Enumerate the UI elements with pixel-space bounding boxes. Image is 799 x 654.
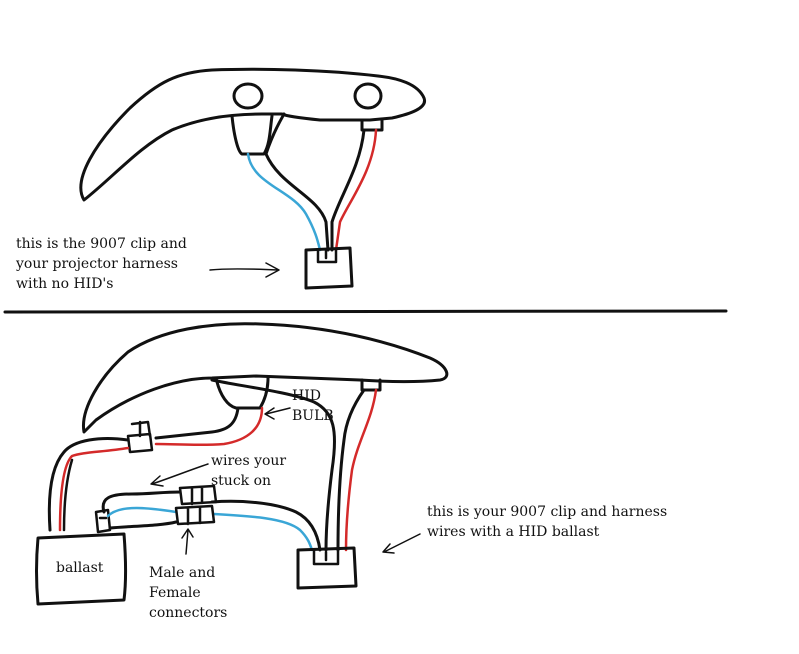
- ballast-label: ballast: [56, 560, 104, 576]
- bottom-caption-line-2: wires with a HID ballast: [427, 524, 600, 540]
- top-arrow: [209, 262, 280, 278]
- bottom-9007-clip: [296, 546, 358, 590]
- hid-bulb-line-2: BULB: [292, 408, 334, 424]
- top-9007-clip: [304, 246, 354, 290]
- ballast-lead-outline: [62, 458, 74, 532]
- ballast-plug: [94, 508, 112, 534]
- top-bulb-socket: [230, 114, 274, 156]
- top-wire-red: [334, 128, 378, 252]
- hid-bulb-arrow: [264, 407, 291, 420]
- female-connector: [174, 504, 216, 526]
- bottom-socket-small: [360, 378, 382, 392]
- top-wire-blue: [246, 152, 322, 252]
- harness-red: [344, 388, 378, 552]
- ballast-box: [35, 532, 127, 606]
- wires-stuck-line-1: wires your: [211, 453, 287, 469]
- wires-stuck-label: wires your stuck on: [211, 451, 286, 491]
- top-caption: this is the 9007 clip and your projector…: [16, 234, 187, 294]
- harness-left-black: [210, 378, 337, 552]
- bottom-bulb-socket: [214, 376, 270, 410]
- harness-black-upper: [101, 490, 182, 514]
- bottom-caption: this is your 9007 clip and harness wires…: [427, 502, 667, 542]
- bottom-headlight-housing: [82, 322, 449, 434]
- connectors-line-2: Female: [149, 585, 201, 601]
- panel-divider: [3, 309, 728, 314]
- connectors-line-3: connectors: [149, 605, 228, 621]
- top-caption-line-1: this is the 9007 clip and: [16, 236, 187, 252]
- top-lens-left: [232, 82, 264, 110]
- connectors-label: Male and Female connectors: [149, 563, 227, 623]
- bottom-9007-clip-inner: [312, 548, 340, 566]
- top-9007-clip-inner: [316, 248, 338, 264]
- top-wire-black-sheath: [264, 112, 330, 252]
- harness-black-lower: [108, 499, 322, 552]
- top-wire-black-right: [330, 128, 366, 252]
- harness-right-black: [336, 388, 366, 552]
- wires-stuck-line-2: stuck on: [211, 473, 272, 489]
- connectors-arrow: [181, 528, 194, 555]
- bottom-caption-arrow: [382, 533, 421, 554]
- male-connector: [178, 484, 218, 506]
- bulb-lead-red: [154, 406, 264, 447]
- top-socket-small: [360, 118, 384, 132]
- top-caption-line-3: with no HID's: [16, 276, 114, 292]
- wires-stuck-arrow: [150, 463, 209, 487]
- top-lens-right: [353, 82, 383, 110]
- connectors-line-1: Male and: [149, 565, 216, 581]
- bottom-caption-line-1: this is your 9007 clip and harness: [427, 504, 668, 520]
- bulb-connector: [126, 420, 154, 454]
- ballast-lead-black: [47, 437, 130, 532]
- hid-bulb-label: HID BULB: [292, 386, 334, 426]
- harness-blue: [106, 506, 314, 552]
- bulb-lead-black: [154, 406, 240, 440]
- top-caption-line-2: your projector harness: [16, 256, 178, 272]
- ballast-lead-red: [58, 446, 130, 532]
- hid-bulb-line-1: HID: [292, 388, 321, 404]
- top-headlight-housing: [79, 67, 426, 202]
